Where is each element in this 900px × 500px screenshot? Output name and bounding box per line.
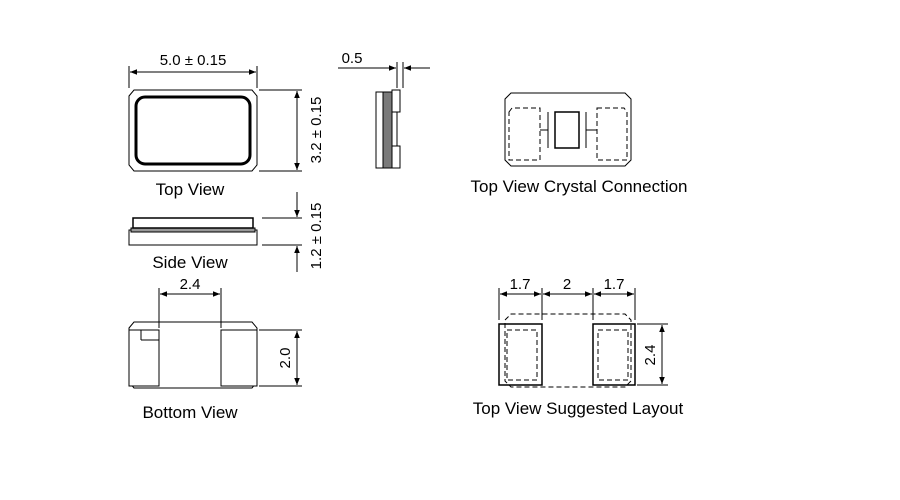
layout-left-pad-dim: 1.7: [510, 276, 531, 293]
bottom-view-caption: Bottom View: [142, 403, 238, 422]
suggested-layout-view: 1.7 2 1.7 2.4 Top View Suggested Layout: [473, 276, 684, 418]
edge-view-thickness-dim: 0.5: [342, 50, 363, 67]
side-view-caption: Side View: [152, 253, 228, 272]
side-view-height-dim: 1.2 ± 0.15: [308, 203, 325, 270]
bottom-view: 2.4 2.0 Bottom View: [128, 276, 302, 422]
top-view-width-dim: 5.0 ± 0.15: [160, 52, 227, 69]
bottom-view-pad-right: [220, 329, 258, 387]
edge-view: 0.5: [338, 50, 430, 169]
bottom-view-pad-left: [128, 329, 160, 387]
top-view-outline: [128, 89, 258, 172]
top-view: 5.0 ± 0.15 3.2 ± 0.15 Top View: [128, 52, 325, 199]
layout-height-dim: 2.4: [642, 345, 659, 366]
layout-gap-dim: 2: [563, 276, 571, 293]
crystal-connection-caption: Top View Crystal Connection: [470, 177, 687, 196]
layout-pad-right: [592, 323, 636, 386]
crystal-connection-view: Top View Crystal Connection: [470, 92, 688, 196]
top-view-height-dim: 3.2 ± 0.15: [308, 97, 325, 164]
side-view: 1.2 ± 0.15 Side View: [128, 192, 325, 272]
top-view-caption: Top View: [156, 180, 225, 199]
top-view-lid: [134, 95, 252, 166]
suggested-layout-caption: Top View Suggested Layout: [473, 399, 684, 418]
layout-right-pad-dim: 1.7: [604, 276, 625, 293]
layout-pad-left: [498, 323, 543, 386]
crystal-symbol: [554, 111, 580, 149]
bottom-view-pad-spacing-dim: 2.4: [180, 276, 201, 293]
bottom-view-pad-height-dim: 2.0: [277, 348, 294, 369]
